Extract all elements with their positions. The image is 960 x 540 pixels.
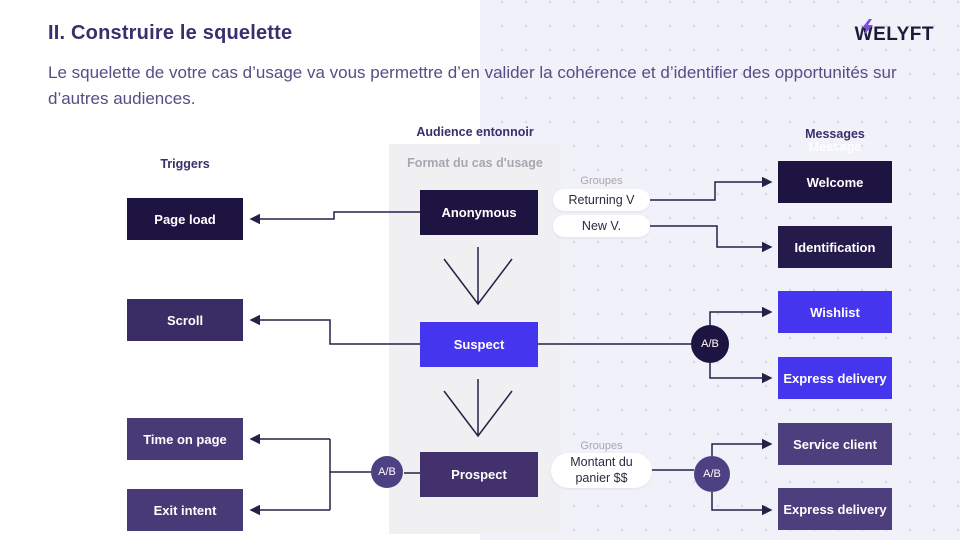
message-label: Express delivery	[783, 501, 887, 517]
brand-logo: WELYFT	[854, 19, 934, 48]
message-label: Welcome	[806, 174, 864, 190]
funnel-box-suspect: Suspect	[420, 322, 538, 367]
group-pill-new-visitor: New V.	[553, 215, 650, 237]
funnel-label: Anonymous	[441, 205, 517, 220]
message-box-wishlist: Wishlist	[778, 291, 892, 333]
message-box-express-delivery-1: Express delivery	[778, 357, 892, 399]
ab-label: A/B	[701, 338, 719, 350]
funnel-label: Suspect	[453, 337, 505, 352]
message-label: Wishlist	[810, 304, 860, 320]
message-label: Express delivery	[783, 370, 887, 386]
groups-caption-top: Groupes	[580, 175, 623, 187]
trigger-box-time-on-page: Time on page	[127, 418, 243, 460]
trigger-label: Scroll	[166, 312, 204, 328]
ab-label: A/B	[703, 468, 721, 480]
page-title: II. Construire le squelette	[48, 22, 293, 44]
subtitle: Le squelette de votre cas d’usage va vou…	[48, 63, 897, 108]
format-subheader: Format du cas d'usage	[407, 156, 543, 170]
groups-caption-bottom: Groupes	[580, 440, 623, 452]
funnel-box-anonymous: Anonymous	[420, 190, 538, 235]
ab-test-circle-prospect-left: A/B	[371, 456, 403, 488]
trigger-box-page-load: Page load	[127, 198, 243, 240]
trigger-label: Page load	[154, 211, 216, 227]
trigger-box-scroll: Scroll	[127, 299, 243, 341]
message-box-service-client: Service client	[778, 423, 892, 465]
message-label: Service client	[793, 436, 877, 452]
group-pill-cart-amount: Montant du panier $$	[551, 453, 652, 488]
trigger-label: Time on page	[143, 431, 227, 447]
triggers-header: Triggers	[160, 157, 210, 171]
ab-test-circle-suspect: A/B	[691, 325, 729, 363]
group-pill-returning-visitor: Returning V	[553, 189, 650, 211]
message-box-identification: Identification	[778, 226, 892, 268]
pill-label: Returning V	[568, 193, 635, 207]
lightning-bolt-icon	[861, 19, 873, 35]
trigger-label: Exit intent	[153, 502, 217, 518]
pill-label: Montant du panier $$	[570, 454, 633, 485]
brand-logo-text: WELYFT	[854, 24, 934, 45]
ab-test-circle-prospect-right: A/B	[694, 456, 730, 492]
pill-label: New V.	[581, 219, 622, 233]
audience-header: Audience entonnoir	[416, 125, 534, 139]
funnel-box-prospect: Prospect	[420, 452, 538, 497]
trigger-box-exit-intent: Exit intent	[127, 489, 243, 531]
message-box-welcome: Welcome	[778, 161, 892, 203]
ab-label: A/B	[378, 466, 396, 478]
funnel-label: Prospect	[451, 467, 507, 482]
messages-header: Messages	[805, 127, 865, 141]
messages-ghost-label: Message	[808, 140, 862, 154]
message-box-express-delivery-2: Express delivery	[778, 488, 892, 530]
message-label: Identification	[794, 239, 876, 255]
